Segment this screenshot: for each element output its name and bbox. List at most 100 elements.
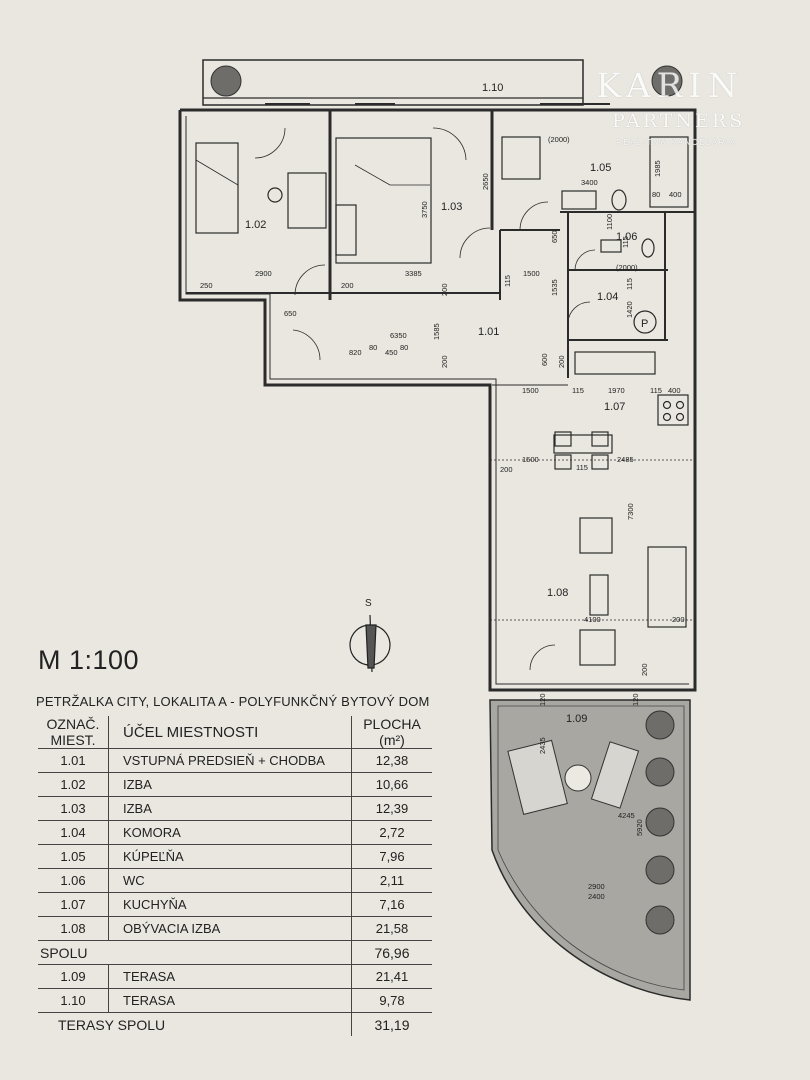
- 0-area: 12,38: [351, 748, 432, 773]
- 4-code: 1.05: [38, 844, 109, 869]
- dimensions-d115d: 115: [572, 386, 584, 395]
- dimensions-d2900b: 2900: [588, 882, 605, 891]
- dimensions-d200f: 200: [640, 663, 649, 676]
- dimensions-d7300: 7300: [626, 503, 635, 520]
- room-label-1-08: 1.08: [547, 587, 568, 599]
- room-label-1-03: 1.03: [441, 201, 462, 213]
- 1-code: 1.10: [38, 988, 109, 1013]
- 0-name: TERASA: [108, 964, 352, 989]
- 2-code: 1.03: [38, 796, 109, 821]
- room-label-1-09: 1.09: [566, 713, 587, 725]
- terrace-1-09: [489, 699, 691, 1001]
- dimensions-d115a: 115: [621, 236, 630, 248]
- dimensions-d80c: 80: [400, 343, 408, 352]
- 3-name: KOMORA: [108, 820, 352, 845]
- dimensions-d1970: 1970: [608, 386, 625, 395]
- dimensions-d120a: 120: [538, 693, 547, 706]
- 1-code: 1.02: [38, 772, 109, 797]
- header-code: OZNAČ.MIEST.: [38, 716, 109, 749]
- dimensions-d1100: 1100: [605, 214, 614, 230]
- terraces-total-label: TERASY SPOLU: [38, 1012, 352, 1036]
- dimensions-d450: 450: [385, 348, 398, 357]
- 4-name: KÚPEĽŇA: [108, 844, 352, 869]
- 1-name: TERASA: [108, 988, 352, 1013]
- header-area: PLOCHA(m²): [352, 716, 433, 749]
- room-label-1-10: 1.10: [482, 82, 503, 94]
- room-label-1-04: 1.04: [597, 291, 618, 303]
- dimensions-d3400: 3400: [581, 178, 598, 187]
- dimensions-d3385: 3385: [405, 269, 422, 278]
- 0-area: 21,41: [351, 964, 432, 989]
- dimensions-d400b: 400: [668, 386, 681, 395]
- dimensions-d5920: 5920: [635, 819, 644, 836]
- 3-area: 2,72: [351, 820, 432, 845]
- 7-code: 1.08: [38, 916, 109, 941]
- total-area: 76,96: [351, 940, 432, 965]
- 6-code: 1.07: [38, 892, 109, 917]
- 7-name: OBÝVACIA IZBA: [108, 916, 352, 941]
- dimensions-d2000b: (2000): [616, 263, 638, 272]
- project-title: PETRŽALKA CITY, LOKALITA A - POLYFUNKČNÝ…: [36, 694, 430, 709]
- room-label-1-05: 1.05: [590, 162, 611, 174]
- room-label-1-07: 1.07: [604, 401, 625, 413]
- logo-main: KARIN: [596, 66, 744, 106]
- room-table: OZNAČ.MIEST. ÚČEL MIESTNOSTI PLOCHA(m²) …: [38, 716, 432, 1036]
- dimensions-d120b: 120: [631, 693, 640, 706]
- 0-name: VSTUPNÁ PREDSIEŇ + CHODBA: [108, 748, 352, 773]
- header-code-line1: OZNAČ.: [46, 716, 100, 732]
- dimensions-d1585: 1585: [432, 323, 441, 340]
- dimensions-d250: 250: [200, 281, 213, 290]
- dimensions-d4100: 4100: [584, 615, 601, 624]
- dimensions-d115f: 115: [576, 463, 588, 472]
- dimensions-d2650: 2650: [481, 173, 490, 190]
- room-label-1-06: 1.06: [616, 231, 637, 243]
- room-label-1-01: 1.01: [478, 326, 499, 338]
- dimensions-d2485: 2485: [617, 455, 634, 464]
- dimensions-d1420: 1420: [625, 301, 634, 318]
- 1-name: IZBA: [108, 772, 352, 797]
- dimensions-d6350: 6350: [390, 331, 407, 340]
- 5-code: 1.06: [38, 868, 109, 893]
- dimensions-d3750: 3750: [420, 201, 429, 218]
- dimensions-d1535: 1535: [550, 279, 559, 296]
- dimensions-d650b: 650: [284, 309, 297, 318]
- logo-partners: PARTNERS: [612, 110, 746, 132]
- terraces-total-area: 31,19: [351, 1012, 432, 1036]
- dimensions-d115e: 115: [650, 386, 662, 395]
- 0-code: 1.09: [38, 964, 109, 989]
- dimensions-d200g: 200: [440, 283, 449, 296]
- dimensions-d200c: 200: [557, 355, 566, 368]
- dimensions-d200b: 200: [440, 355, 449, 368]
- plant-icon: [210, 65, 683, 935]
- dimensions-d2435: 2435: [538, 737, 547, 754]
- dimensions-d1500a: 1500: [523, 269, 540, 278]
- dimensions-d2900a: 2900: [255, 269, 272, 278]
- dimensions-d200d: 200: [500, 465, 513, 474]
- header-area-line2: (m²): [379, 732, 405, 748]
- dimensions-d650a: 650: [550, 230, 559, 243]
- 3-code: 1.04: [38, 820, 109, 845]
- dimensions-d80: 80: [652, 190, 660, 199]
- 1-area: 10,66: [351, 772, 432, 797]
- dimensions-d4245: 4245: [618, 811, 635, 820]
- dimensions-d2000a: (2000): [548, 135, 570, 144]
- 4-area: 7,96: [351, 844, 432, 869]
- 5-area: 2,11: [351, 868, 432, 893]
- header-code-line2: MIEST.: [50, 732, 96, 748]
- dimensions-d1985: 1985: [653, 160, 662, 177]
- table-header: OZNAČ.MIEST. ÚČEL MIESTNOSTI PLOCHA(m²): [38, 716, 432, 749]
- scale-label: M 1:100: [38, 645, 140, 675]
- 2-name: IZBA: [108, 796, 352, 821]
- 2-area: 12,39: [351, 796, 432, 821]
